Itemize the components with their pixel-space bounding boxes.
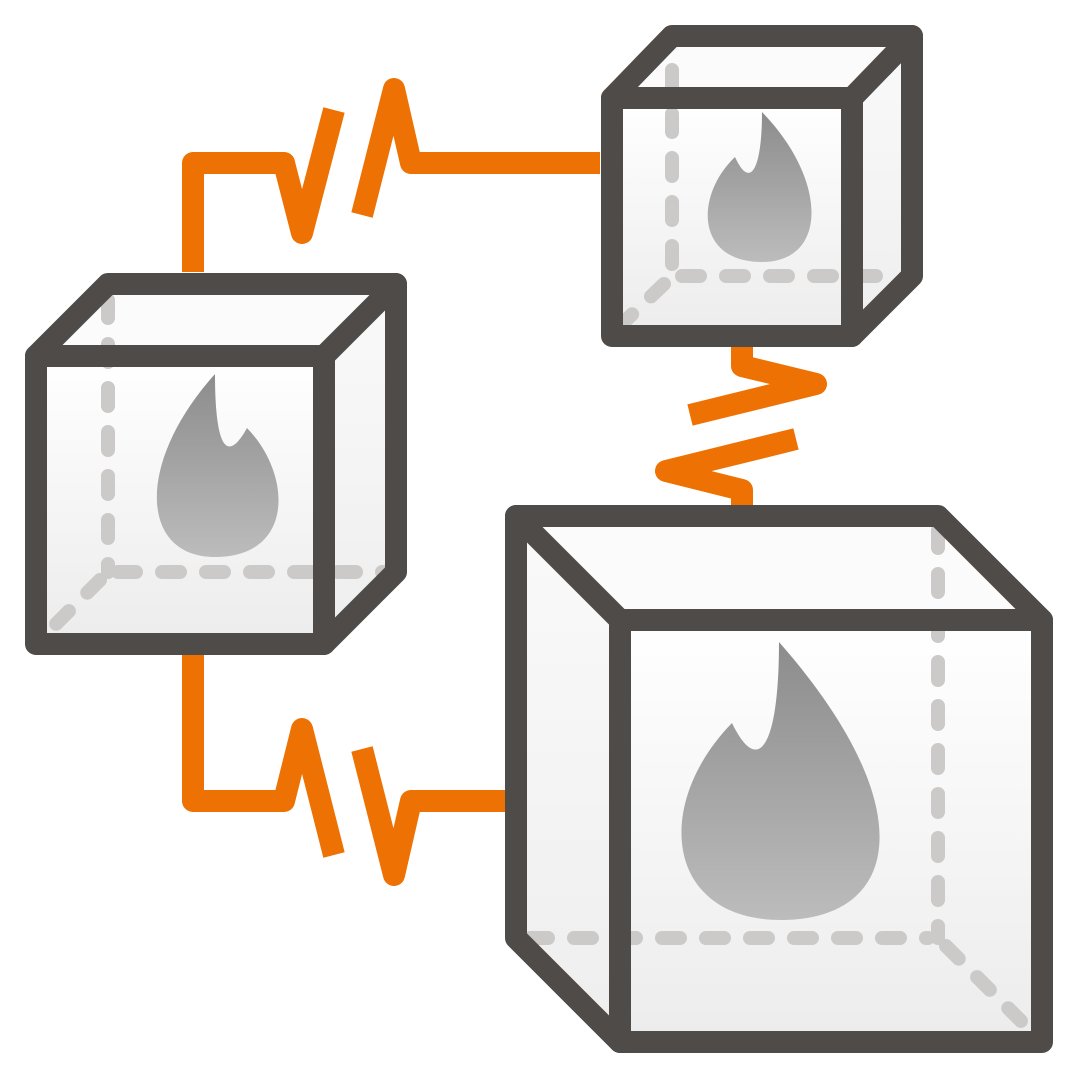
lightning-link-top-to-bottom [655, 346, 827, 506]
cube-left-top-face [36, 284, 396, 356]
flame-icon [681, 642, 880, 920]
cube-bottom-right-side-face [516, 516, 620, 1042]
cube-left-outline [25, 273, 407, 655]
cube-bottom-right-hidden-edges [523, 523, 1031, 1031]
lightning-link-left-to-bottom [182, 655, 505, 886]
cube-bottom-right [505, 505, 1053, 1053]
cube-left-side-face [324, 284, 396, 644]
cube-top-right-outline [601, 25, 923, 347]
cube-top-right-top-face [612, 36, 912, 98]
flame-icon [707, 112, 812, 262]
flame-icon [156, 374, 279, 557]
lightning-link-left-to-top [182, 78, 600, 272]
cube-bottom-right-top-face [516, 516, 1042, 620]
cube-left [25, 273, 407, 655]
cube-top-right-side-face [852, 36, 912, 336]
cube-top-right-hidden-edges [617, 63, 907, 329]
cube-top-right [601, 25, 923, 347]
cube-bottom-right-outline [505, 505, 1053, 1053]
